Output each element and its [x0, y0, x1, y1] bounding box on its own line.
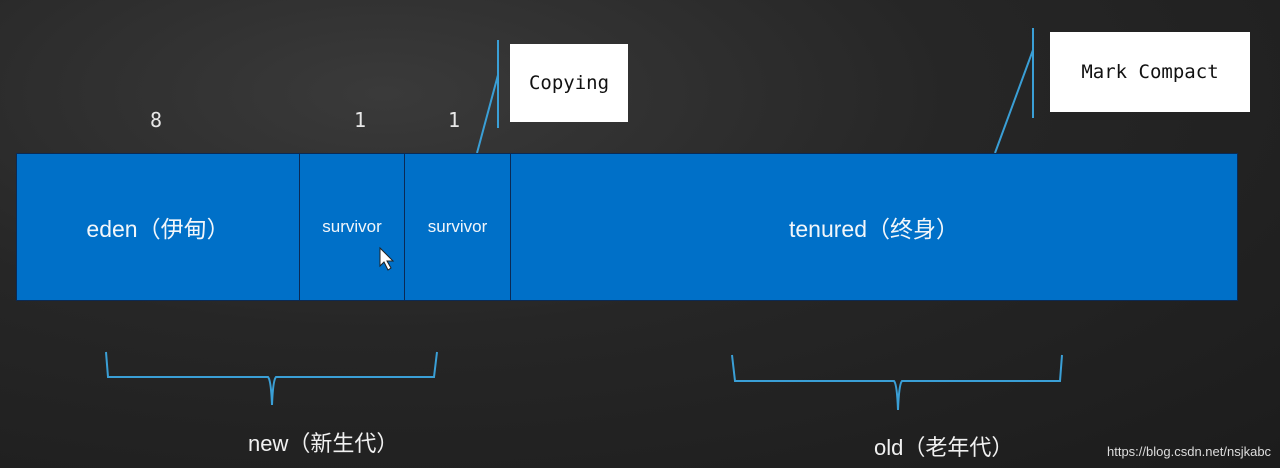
mark-compact-note: Mark Compact [1050, 32, 1250, 112]
tenured-label: tenured（终身） [788, 216, 959, 242]
copying-callout-line [476, 40, 499, 154]
eden-label: eden（伊甸） [86, 216, 230, 242]
eden-region: eden（伊甸） [16, 153, 300, 301]
tenured-region: tenured（终身） [510, 153, 1238, 301]
survivor1-ratio: 1 [354, 108, 367, 132]
survivor2-region: survivor [404, 153, 511, 301]
survivor1-label: survivor [322, 217, 382, 236]
survivor1-region: survivor [299, 153, 405, 301]
mark-compact-callout-line [994, 28, 1034, 154]
new-brace [105, 351, 438, 406]
new-generation-label: new（新生代） [248, 431, 399, 456]
old-brace [731, 354, 1063, 411]
copying-note: Copying [510, 44, 628, 122]
eden-ratio: 8 [150, 108, 163, 132]
old-generation-label: old（老年代） [874, 435, 1014, 460]
survivor2-ratio: 1 [448, 108, 461, 132]
survivor2-label: survivor [427, 217, 488, 236]
watermark: https://blog.csdn.net/nsjkabc [1107, 444, 1272, 459]
